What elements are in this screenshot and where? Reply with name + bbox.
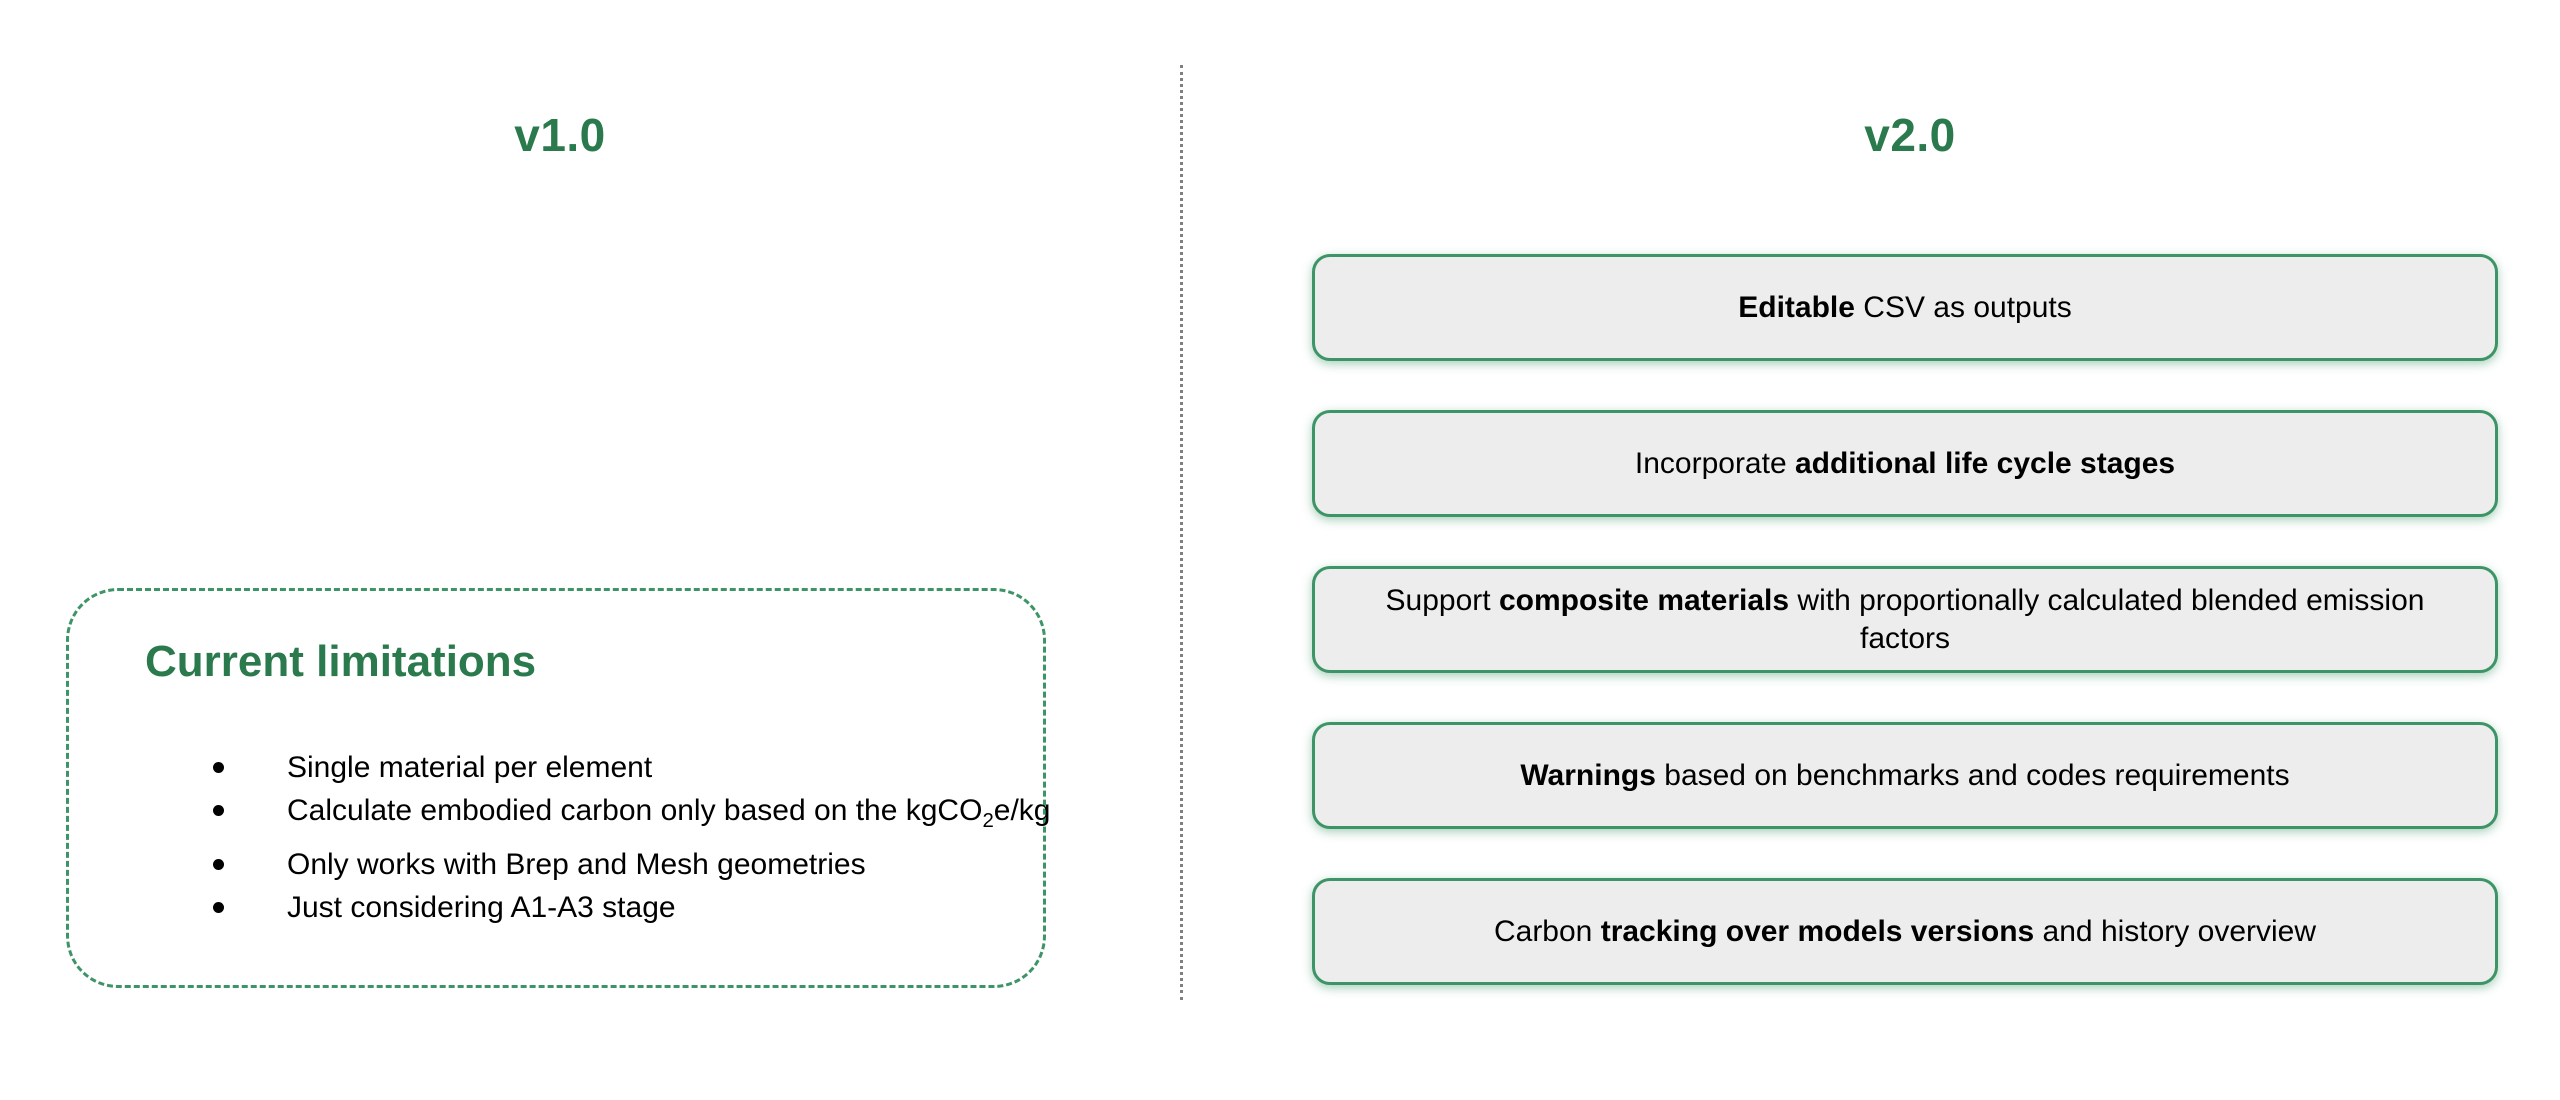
current-limitations-card: Current limitations Single material per … [66,588,1051,988]
column-divider [1180,65,1183,1000]
feature-box[interactable]: Warnings based on benchmarks and codes r… [1312,722,2498,829]
column-title-v2: v2.0 [1864,109,1956,161]
bullet-dot-icon [213,902,224,913]
bullet-dot-icon [213,859,224,870]
feature-box[interactable]: Incorporate additional life cycle stages [1312,410,2498,517]
feature-box[interactable]: Editable CSV as outputs [1312,254,2498,361]
feature-box-label: Warnings based on benchmarks and codes r… [1520,758,2290,792]
feature-box-label: Editable CSV as outputs [1738,290,2072,324]
feature-box[interactable]: Support composite materials with proport… [1312,566,2498,673]
limitation-item: Just considering A1-A3 stage [129,886,1051,929]
limitation-item: Calculate embodied carbon only based on … [129,789,1051,843]
feature-box[interactable]: Carbon tracking over models versions and… [1312,878,2498,985]
feature-box-label: Support composite materials with proport… [1385,583,2425,655]
bullet-dot-icon [213,805,224,816]
feature-box-label: Carbon tracking over models versions and… [1493,914,2317,948]
subscript-two: 2 [982,810,994,832]
limitation-item-label: Single material per element [287,751,653,784]
limitation-item-label: Only works with Brep and Mesh geometries [287,848,866,881]
limitation-item-label: Just considering A1-A3 stage [287,891,676,924]
feature-box-label: Incorporate additional life cycle stages [1634,446,2176,480]
column-title-v1: v1.0 [514,109,606,161]
limitation-item: Only works with Brep and Mesh geometries [129,843,1051,886]
limitation-item-label: Calculate embodied carbon only based on … [287,794,1051,832]
current-limitations-heading: Current limitations [145,637,537,686]
bullet-dot-icon [213,762,224,773]
limitation-item: Single material per element [129,746,1051,789]
